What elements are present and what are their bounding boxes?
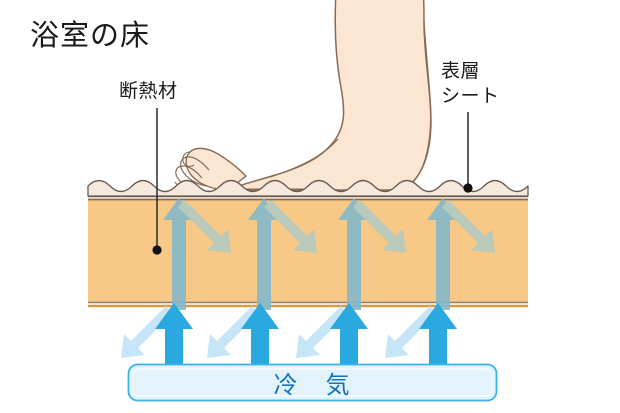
heat-up-arrow	[163, 198, 195, 310]
cold-air-box-rect	[127, 363, 498, 402]
heel-contour	[407, 21, 432, 187]
cold-deflect-arrow	[296, 306, 348, 358]
insulation-leader-dot	[152, 245, 162, 255]
surface-sheet-leader	[463, 112, 473, 193]
cold-deflect-arrow	[121, 306, 173, 358]
heat-deflect-arrow	[178, 200, 231, 253]
cold-up-arrows-group	[155, 303, 457, 372]
surface-sheet-leader-dot	[463, 183, 473, 193]
insulation-leader	[152, 108, 162, 255]
cold-up-arrow	[241, 303, 279, 372]
page-title: 浴室の床	[30, 20, 151, 52]
heat-deflect-arrow	[353, 200, 406, 253]
cold-up-arrow	[330, 303, 368, 372]
cold-deflect-arrows-group	[121, 306, 437, 358]
heat-up-arrows-group	[163, 198, 459, 310]
heat-up-arrow	[427, 198, 459, 310]
cold-air-label: 冷 気	[273, 372, 352, 399]
label-surface-sheet: 表層 シート	[441, 61, 500, 107]
heat-deflect-arrow	[442, 200, 495, 253]
foot-body	[227, 0, 432, 191]
toenail-line	[182, 151, 195, 167]
heat-deflect-arrows-group	[178, 200, 495, 253]
second-toe	[180, 156, 210, 187]
heat-deflect-arrow	[264, 200, 317, 253]
heat-up-arrow	[248, 198, 280, 310]
foot-illustration	[174, 0, 432, 191]
label-insulation: 断熱材	[119, 81, 178, 102]
heat-up-arrow	[338, 198, 370, 310]
cold-deflect-arrow	[207, 306, 259, 358]
cold-air-box-inner-highlight	[132, 368, 493, 397]
big-toe	[185, 147, 248, 191]
cold-deflect-arrow	[385, 306, 437, 358]
cold-up-arrow	[155, 303, 193, 372]
surface-sheet-layer	[87, 179, 529, 198]
cold-up-arrow	[419, 303, 457, 372]
cold-air-box	[127, 363, 498, 402]
instep-line	[269, 138, 339, 178]
surface-sheet-wave	[87, 179, 529, 197]
